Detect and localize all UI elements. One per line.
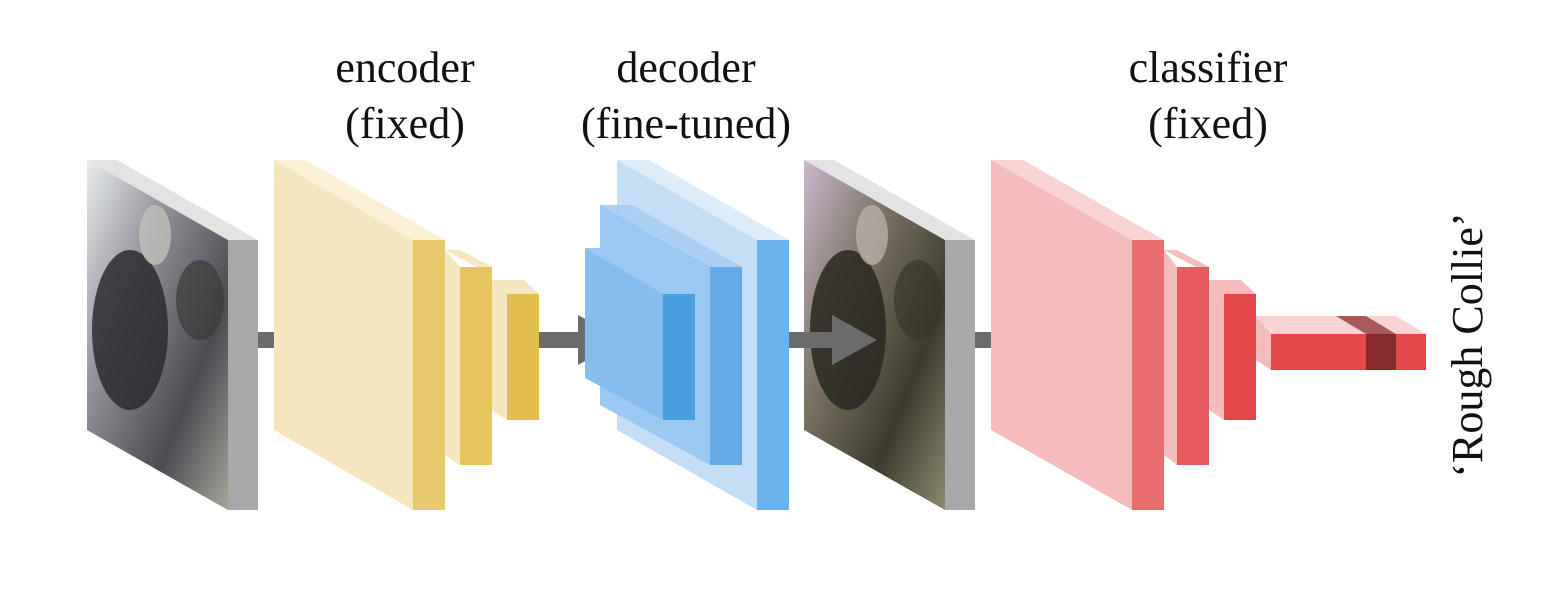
reconstructed-image — [804, 160, 975, 510]
classifier-sublabel: (fixed) — [1148, 99, 1268, 148]
encoder-block — [274, 160, 539, 510]
input-image — [87, 160, 258, 510]
decoder-block — [585, 160, 789, 510]
output-class-label: ‘Rough Collie’ — [1443, 212, 1492, 477]
classifier-block — [991, 160, 1256, 510]
output-vector — [1256, 316, 1426, 370]
decoder-label: decoder — [616, 43, 756, 92]
predicted-class-bar — [1366, 334, 1396, 370]
encoder-label: encoder — [335, 43, 475, 92]
arrow-decoder-to-image — [789, 315, 877, 365]
encoder-sublabel: (fixed) — [345, 99, 465, 148]
decoder-sublabel: (fine-tuned) — [581, 99, 791, 148]
classifier-label: classifier — [1129, 43, 1288, 92]
